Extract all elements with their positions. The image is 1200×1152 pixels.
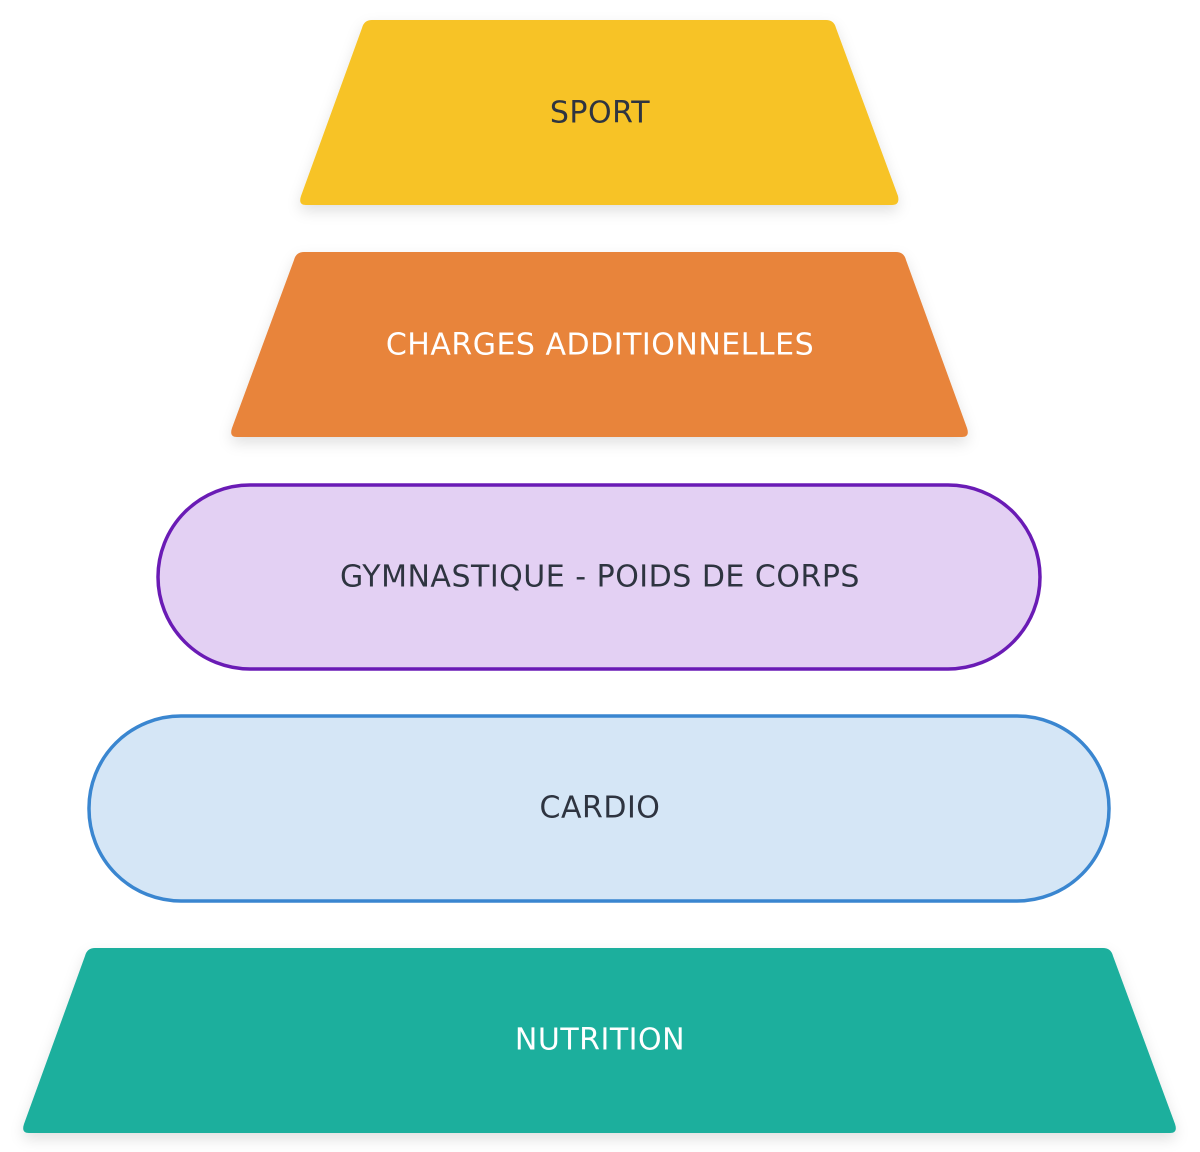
tier-nutrition-shape <box>23 948 1176 1133</box>
tier-cardio: CARDIO <box>87 714 1111 903</box>
tier-charges-additionnelles: CHARGES ADDITIONNELLES <box>231 252 968 437</box>
tier-gymnastique-label: GYMNASTIQUE - POIDS DE CORPS <box>340 560 860 595</box>
tier-charges-additionnelles-shape <box>231 252 968 437</box>
tier-nutrition: NUTRITION <box>23 948 1176 1133</box>
tier-gymnastique-poids-de-corps: GYMNASTIQUE - POIDS DE CORPS <box>156 483 1042 671</box>
tier-gymnastique-shape <box>156 483 1042 671</box>
tier-sport-label: SPORT <box>550 96 650 131</box>
tier-sport-shape <box>300 20 899 205</box>
tier-nutrition-label: NUTRITION <box>515 1023 685 1058</box>
tier-cardio-shape <box>87 714 1111 903</box>
tier-charges-additionnelles-label: CHARGES ADDITIONNELLES <box>386 328 814 363</box>
tier-sport: SPORT <box>300 20 899 205</box>
tier-cardio-label: CARDIO <box>540 791 661 826</box>
